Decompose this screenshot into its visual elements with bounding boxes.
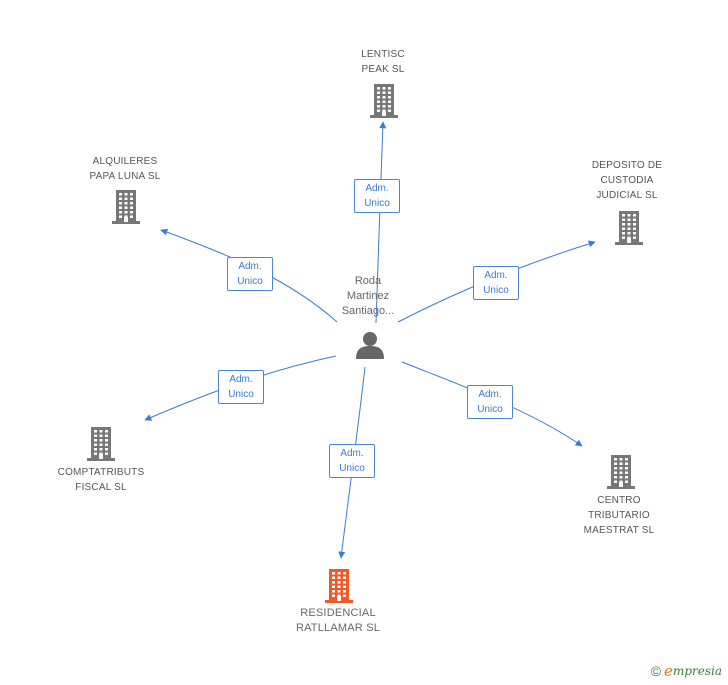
person-icon[interactable] (355, 330, 385, 360)
company-label-residencial[interactable]: RESIDENCIAL RATLLAMAR SL (295, 607, 381, 634)
building-icon-lentisc[interactable] (369, 84, 399, 118)
edge-line-lentisc (375, 121, 387, 324)
edge-label-lentisc[interactable]: Adm. Unico (354, 179, 400, 213)
company-label-lentisc[interactable]: LENTISC PEAK SL (361, 49, 405, 75)
company-label-alquileres[interactable]: ALQUILERES PAPA LUNA SL (89, 156, 161, 182)
building-icon-deposito[interactable] (614, 211, 644, 245)
building-icon-residencial[interactable] (324, 569, 354, 603)
company-label-deposito[interactable]: DEPOSITO DE CUSTODIA JUDICIAL SL (591, 160, 663, 201)
edge-label-alquileres[interactable]: Adm. Unico (227, 257, 273, 291)
edge-label-comptatributs[interactable]: Adm. Unico (218, 370, 264, 404)
brand-name: mpresia (672, 664, 722, 678)
edge-label-centro[interactable]: Adm. Unico (467, 385, 513, 419)
edge-label-deposito[interactable]: Adm. Unico (473, 266, 519, 300)
brand-initial: e (664, 662, 673, 680)
company-label-comptatributs[interactable]: COMPTATRIBUTS FISCAL SL (57, 467, 145, 493)
edge-label-residencial[interactable]: Adm. Unico (329, 444, 375, 478)
building-icon-alquileres[interactable] (111, 190, 141, 224)
center-person-name[interactable]: Roda Martinez Santiago... (341, 275, 395, 317)
copyright-symbol: © (650, 663, 662, 679)
company-label-centro[interactable]: CENTRO TRIBUTARIO MAESTRAT SL (583, 495, 655, 536)
building-icon-comptatributs[interactable] (86, 427, 116, 461)
building-icon-centro[interactable] (606, 455, 636, 489)
